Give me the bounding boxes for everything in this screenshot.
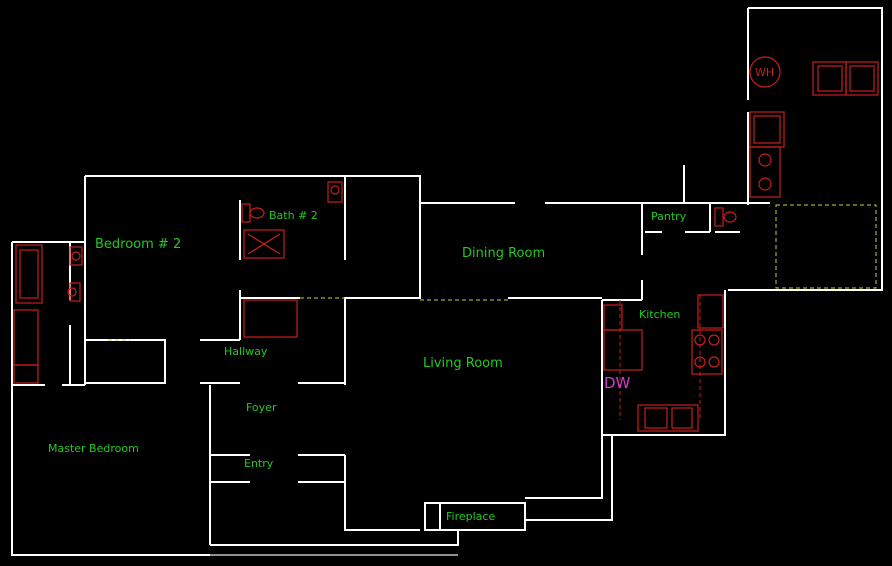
label-bedroom-2: Bedroom # 2 [95, 237, 181, 252]
label-master-bedroom: Master Bedroom [48, 442, 139, 455]
toilet [69, 246, 83, 266]
label-bath-2: Bath # 2 [269, 209, 318, 222]
shower [243, 229, 285, 259]
label-living-room: Living Room [423, 356, 503, 371]
water-heater [749, 56, 781, 88]
label-hallway: Hallway [224, 345, 268, 358]
label-dishwasher: DW [604, 374, 631, 392]
dashed-openings [108, 204, 877, 420]
label-kitchen: Kitchen [639, 308, 680, 321]
bathtub [15, 244, 43, 304]
dryer [845, 61, 879, 96]
toilet [327, 181, 343, 203]
walls [11, 7, 883, 556]
label-foyer: Foyer [246, 401, 277, 414]
range [691, 329, 723, 375]
label-fireplace: Fireplace [446, 510, 495, 523]
room-labels: Bedroom # 2 Bath # 2 Dining Room Pantry … [48, 66, 774, 523]
label-entry: Entry [244, 457, 274, 470]
label-water-heater: WH [755, 66, 774, 79]
label-pantry: Pantry [651, 210, 687, 223]
label-dining-room: Dining Room [462, 246, 545, 261]
fixtures [13, 56, 879, 432]
kitchen-sink [637, 404, 699, 432]
